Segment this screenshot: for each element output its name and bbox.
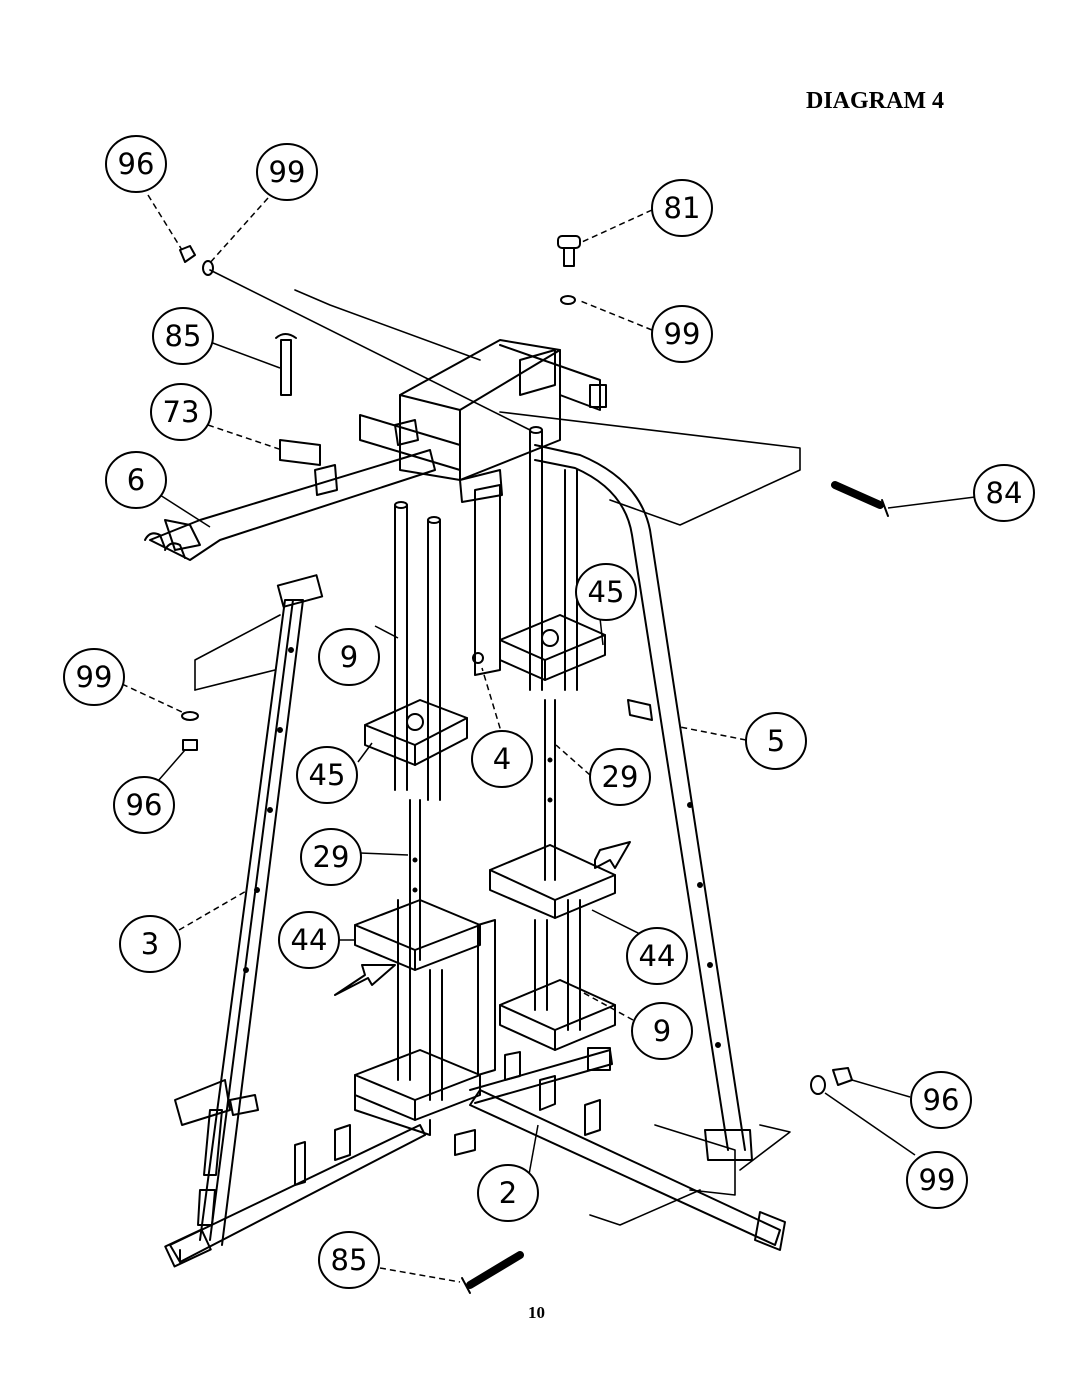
- svg-text:9: 9: [340, 640, 358, 674]
- top-plates: [364, 614, 606, 766]
- svg-text:6: 6: [127, 463, 145, 497]
- callout-44: 44: [626, 927, 688, 985]
- callout-96: 96: [105, 135, 167, 193]
- svg-text:4: 4: [493, 742, 511, 776]
- svg-text:73: 73: [163, 395, 200, 429]
- svg-text:44: 44: [639, 939, 676, 973]
- callout-3: 3: [119, 915, 181, 973]
- callout-96: 96: [113, 776, 175, 834]
- callout-45: 45: [575, 563, 637, 621]
- svg-text:96: 96: [923, 1083, 960, 1117]
- svg-text:29: 29: [602, 760, 639, 794]
- callouts: 96 99 81 99 85 73 6 84: [63, 135, 1035, 1289]
- svg-text:85: 85: [165, 319, 202, 353]
- svg-text:81: 81: [664, 191, 701, 225]
- callout-84: 84: [973, 464, 1035, 522]
- svg-text:45: 45: [588, 575, 625, 609]
- callout-4: 4: [471, 730, 533, 788]
- callout-9: 9: [318, 628, 380, 686]
- top-frame: [144, 339, 607, 561]
- callout-44: 44: [278, 911, 340, 969]
- svg-text:5: 5: [767, 724, 785, 758]
- callout-99: 99: [906, 1151, 968, 1209]
- page-number: 10: [528, 1303, 545, 1322]
- callout-29: 29: [589, 748, 651, 806]
- svg-text:84: 84: [986, 476, 1023, 510]
- callout-99: 99: [651, 305, 713, 363]
- weight-plates: [334, 841, 631, 1136]
- callout-2: 2: [477, 1164, 539, 1222]
- callout-5: 5: [745, 712, 807, 770]
- svg-text:99: 99: [664, 317, 701, 351]
- leader-lines: [121, 194, 976, 1283]
- callout-99: 99: [256, 143, 318, 201]
- pivot-post: [472, 484, 501, 676]
- callout-81: 81: [651, 179, 713, 237]
- cable-lines: [194, 269, 801, 1226]
- svg-text:44: 44: [291, 923, 328, 957]
- callout-73: 73: [150, 383, 212, 441]
- svg-text:96: 96: [126, 788, 163, 822]
- svg-text:45: 45: [309, 758, 346, 792]
- svg-text:2: 2: [499, 1176, 517, 1210]
- base-frame: [164, 1047, 786, 1268]
- svg-text:99: 99: [919, 1163, 956, 1197]
- diagram-title: DIAGRAM 4: [806, 88, 944, 114]
- callout-45: 45: [296, 746, 358, 804]
- svg-text:99: 99: [269, 155, 306, 189]
- svg-text:85: 85: [331, 1243, 368, 1277]
- fasteners: [179, 235, 889, 1294]
- callout-99: 99: [63, 648, 125, 706]
- svg-text:96: 96: [118, 147, 155, 181]
- svg-text:29: 29: [313, 840, 350, 874]
- svg-text:9: 9: [653, 1014, 671, 1048]
- callout-85: 85: [318, 1231, 380, 1289]
- callout-29: 29: [300, 828, 362, 886]
- callout-96: 96: [910, 1071, 972, 1129]
- selector-rods: [409, 699, 556, 961]
- guide-rods: [394, 426, 581, 1101]
- callout-6: 6: [105, 451, 167, 509]
- svg-text:3: 3: [141, 927, 159, 961]
- left-upright: [174, 574, 324, 1246]
- callout-9: 9: [631, 1002, 693, 1060]
- callout-85: 85: [152, 307, 214, 365]
- svg-text:99: 99: [76, 660, 113, 694]
